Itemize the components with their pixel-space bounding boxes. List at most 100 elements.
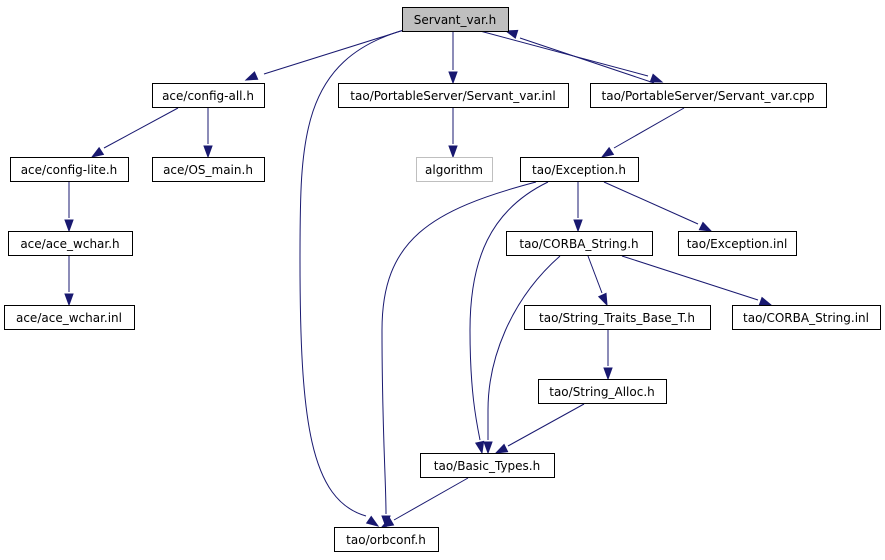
edge-servant_var_inl-to-algorithm xyxy=(448,108,458,159)
node-label: tao/PortableServer/Servant_var.cpp xyxy=(602,89,815,103)
node-os-main[interactable]: ace/OS_main.h xyxy=(152,157,265,182)
node-box xyxy=(506,231,653,256)
node-config-all[interactable]: ace/config-all.h xyxy=(152,83,265,108)
node-servant-var-cpp[interactable]: tao/PortableServer/Servant_var.cpp xyxy=(590,83,827,108)
edge-config_all-to-os_main xyxy=(203,108,213,159)
node-basic-types[interactable]: tao/Basic_Types.h xyxy=(420,453,555,478)
node-label: tao/CORBA_String.inl xyxy=(743,311,869,325)
node-label: algorithm xyxy=(425,163,483,177)
node-box xyxy=(152,83,265,108)
edge-config_lite-to-ace_wchar_h xyxy=(64,182,74,233)
edge-servant_var_h-to-config_all xyxy=(244,29,405,81)
node-box xyxy=(524,305,711,330)
node-string-alloc[interactable]: tao/String_Alloc.h xyxy=(538,379,667,404)
edge-line xyxy=(507,403,585,447)
node-box xyxy=(520,157,639,182)
edge-arrowhead xyxy=(448,71,458,85)
edge-arrowhead xyxy=(64,219,74,233)
edge-line xyxy=(603,181,699,225)
edge-exception_h-to-exception_inl xyxy=(603,181,713,232)
edge-servant_var_h-to-servant_var_cpp xyxy=(479,30,664,83)
edge-arrowhead xyxy=(649,73,664,83)
node-label: tao/orbconf.h xyxy=(346,533,426,547)
edge-string_traits-to-string_alloc xyxy=(603,330,613,381)
node-ace-wchar-h[interactable]: ace/ace_wchar.h xyxy=(8,231,133,256)
edge-arrowhead xyxy=(698,221,713,232)
node-servant-var-inl[interactable]: tao/PortableServer/Servant_var.inl xyxy=(338,83,569,108)
edge-string_alloc-to-basic_types xyxy=(494,403,585,454)
edge-config_all-to-config_lite xyxy=(90,107,179,158)
edge-line xyxy=(263,29,405,75)
edge-arrowhead xyxy=(90,146,105,158)
edge-arrowhead xyxy=(504,29,519,39)
edge-line xyxy=(519,37,655,84)
edge-arrowhead xyxy=(448,145,458,159)
node-ace-wchar-inl[interactable]: ace/ace_wchar.inl xyxy=(4,305,135,330)
edge-line xyxy=(299,29,405,517)
edge-corba_string_h-to-basic_types xyxy=(483,255,561,455)
edge-arrowhead xyxy=(64,293,74,307)
node-exception-h[interactable]: tao/Exception.h xyxy=(520,157,639,182)
edge-ace_wchar_h-to-ace_wchar_inl xyxy=(64,256,74,307)
node-label: ace/OS_main.h xyxy=(163,163,253,177)
edge-line xyxy=(621,255,759,301)
node-label: tao/Exception.inl xyxy=(687,237,788,251)
edge-servant_var_cpp-to-servant_var_h xyxy=(504,29,655,84)
edge-line xyxy=(381,181,537,515)
edge-arrowhead xyxy=(380,517,395,528)
node-label: tao/PortableServer/Servant_var.inl xyxy=(350,89,555,103)
node-label: tao/String_Traits_Base_T.h xyxy=(539,311,695,325)
node-config-lite[interactable]: ace/config-lite.h xyxy=(10,157,129,182)
edge-line xyxy=(393,477,469,521)
node-corba-string-h[interactable]: tao/CORBA_String.h xyxy=(506,231,653,256)
node-box xyxy=(732,305,881,330)
node-string-traits[interactable]: tao/String_Traits_Base_T.h xyxy=(524,305,711,330)
node-box xyxy=(678,231,797,256)
edge-basic_types-to-orbconf xyxy=(380,477,469,528)
node-box xyxy=(4,305,135,330)
edge-line xyxy=(469,181,549,441)
node-box xyxy=(590,83,827,108)
edge-arrowhead xyxy=(758,296,773,306)
node-label: ace/ace_wchar.h xyxy=(20,237,119,251)
edge-line xyxy=(487,255,561,440)
node-label: ace/config-lite.h xyxy=(21,163,118,177)
edge-arrowhead xyxy=(573,219,583,233)
node-label: tao/String_Alloc.h xyxy=(549,385,655,399)
node-label: ace/config-all.h xyxy=(162,89,254,103)
node-label: tao/Basic_Types.h xyxy=(434,459,540,473)
node-box xyxy=(152,157,265,182)
edge-arrowhead xyxy=(474,440,485,455)
node-box xyxy=(8,231,133,256)
edge-line xyxy=(479,30,649,77)
edge-servant_var_h-to-orbconf xyxy=(299,29,405,527)
edge-arrowhead xyxy=(600,146,615,158)
edge-corba_string_h-to-corba_string_inl xyxy=(621,255,773,306)
edge-arrowhead xyxy=(203,145,213,159)
node-exception-inl[interactable]: tao/Exception.inl xyxy=(678,231,797,256)
node-box xyxy=(416,157,493,182)
edge-exception_h-to-corba_string_h xyxy=(573,182,583,233)
edge-arrowhead xyxy=(365,515,380,527)
node-servant-var-h[interactable]: Servant_var.h xyxy=(402,7,509,32)
node-algorithm: algorithm xyxy=(416,157,493,182)
node-box xyxy=(538,379,667,404)
edge-line xyxy=(103,107,179,149)
edge-servant_var_h-to-servant_var_inl xyxy=(448,31,458,85)
edge-line xyxy=(613,107,685,149)
node-label: tao/Exception.h xyxy=(532,163,626,177)
edge-exception_h-to-basic_types xyxy=(469,181,549,455)
node-label: ace/ace_wchar.inl xyxy=(16,311,122,325)
node-box xyxy=(402,7,509,32)
edge-arrowhead xyxy=(597,292,608,307)
node-box xyxy=(420,453,555,478)
node-corba-string-inl[interactable]: tao/CORBA_String.inl xyxy=(732,305,881,330)
edge-servant_var_cpp-to-exception_h xyxy=(600,107,685,158)
node-box xyxy=(10,157,129,182)
node-orbconf[interactable]: tao/orbconf.h xyxy=(334,527,439,552)
node-box xyxy=(338,83,569,108)
edge-arrowhead xyxy=(244,71,259,81)
node-label: tao/CORBA_String.h xyxy=(519,237,638,251)
node-box xyxy=(334,527,439,552)
